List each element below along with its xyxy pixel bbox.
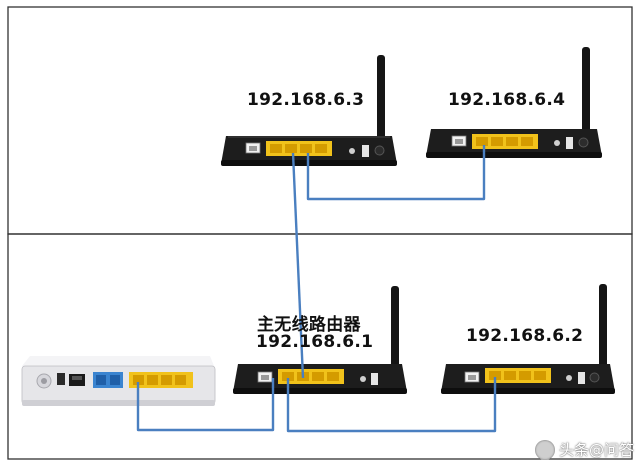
ip-label-bottom-right: 192.168.6.2	[466, 326, 584, 346]
router-main	[233, 286, 407, 394]
router-bottom-right	[441, 284, 615, 394]
cable-main-to-bottom-right	[286, 377, 497, 433]
cables	[136, 145, 497, 433]
watermark-logo-icon	[534, 439, 555, 460]
cable-top-left-to-main	[291, 152, 305, 379]
main-router-name: 主无线路由器	[257, 315, 361, 335]
watermark: 头条@问答	[534, 439, 634, 460]
ip-label-top-right: 192.168.6.4	[448, 90, 566, 110]
ip-label-top-left: 192.168.6.3	[247, 90, 365, 110]
watermark-text: 头条@问答	[558, 441, 634, 459]
modem	[21, 356, 216, 406]
router-top-right	[426, 47, 602, 158]
cable-top-left-to-top-right	[306, 145, 486, 201]
cable-modem-to-main	[136, 378, 275, 432]
bottom-panel	[7, 233, 633, 460]
ip-label-main: 192.168.6.1	[256, 332, 374, 352]
router-top-left	[221, 55, 397, 166]
